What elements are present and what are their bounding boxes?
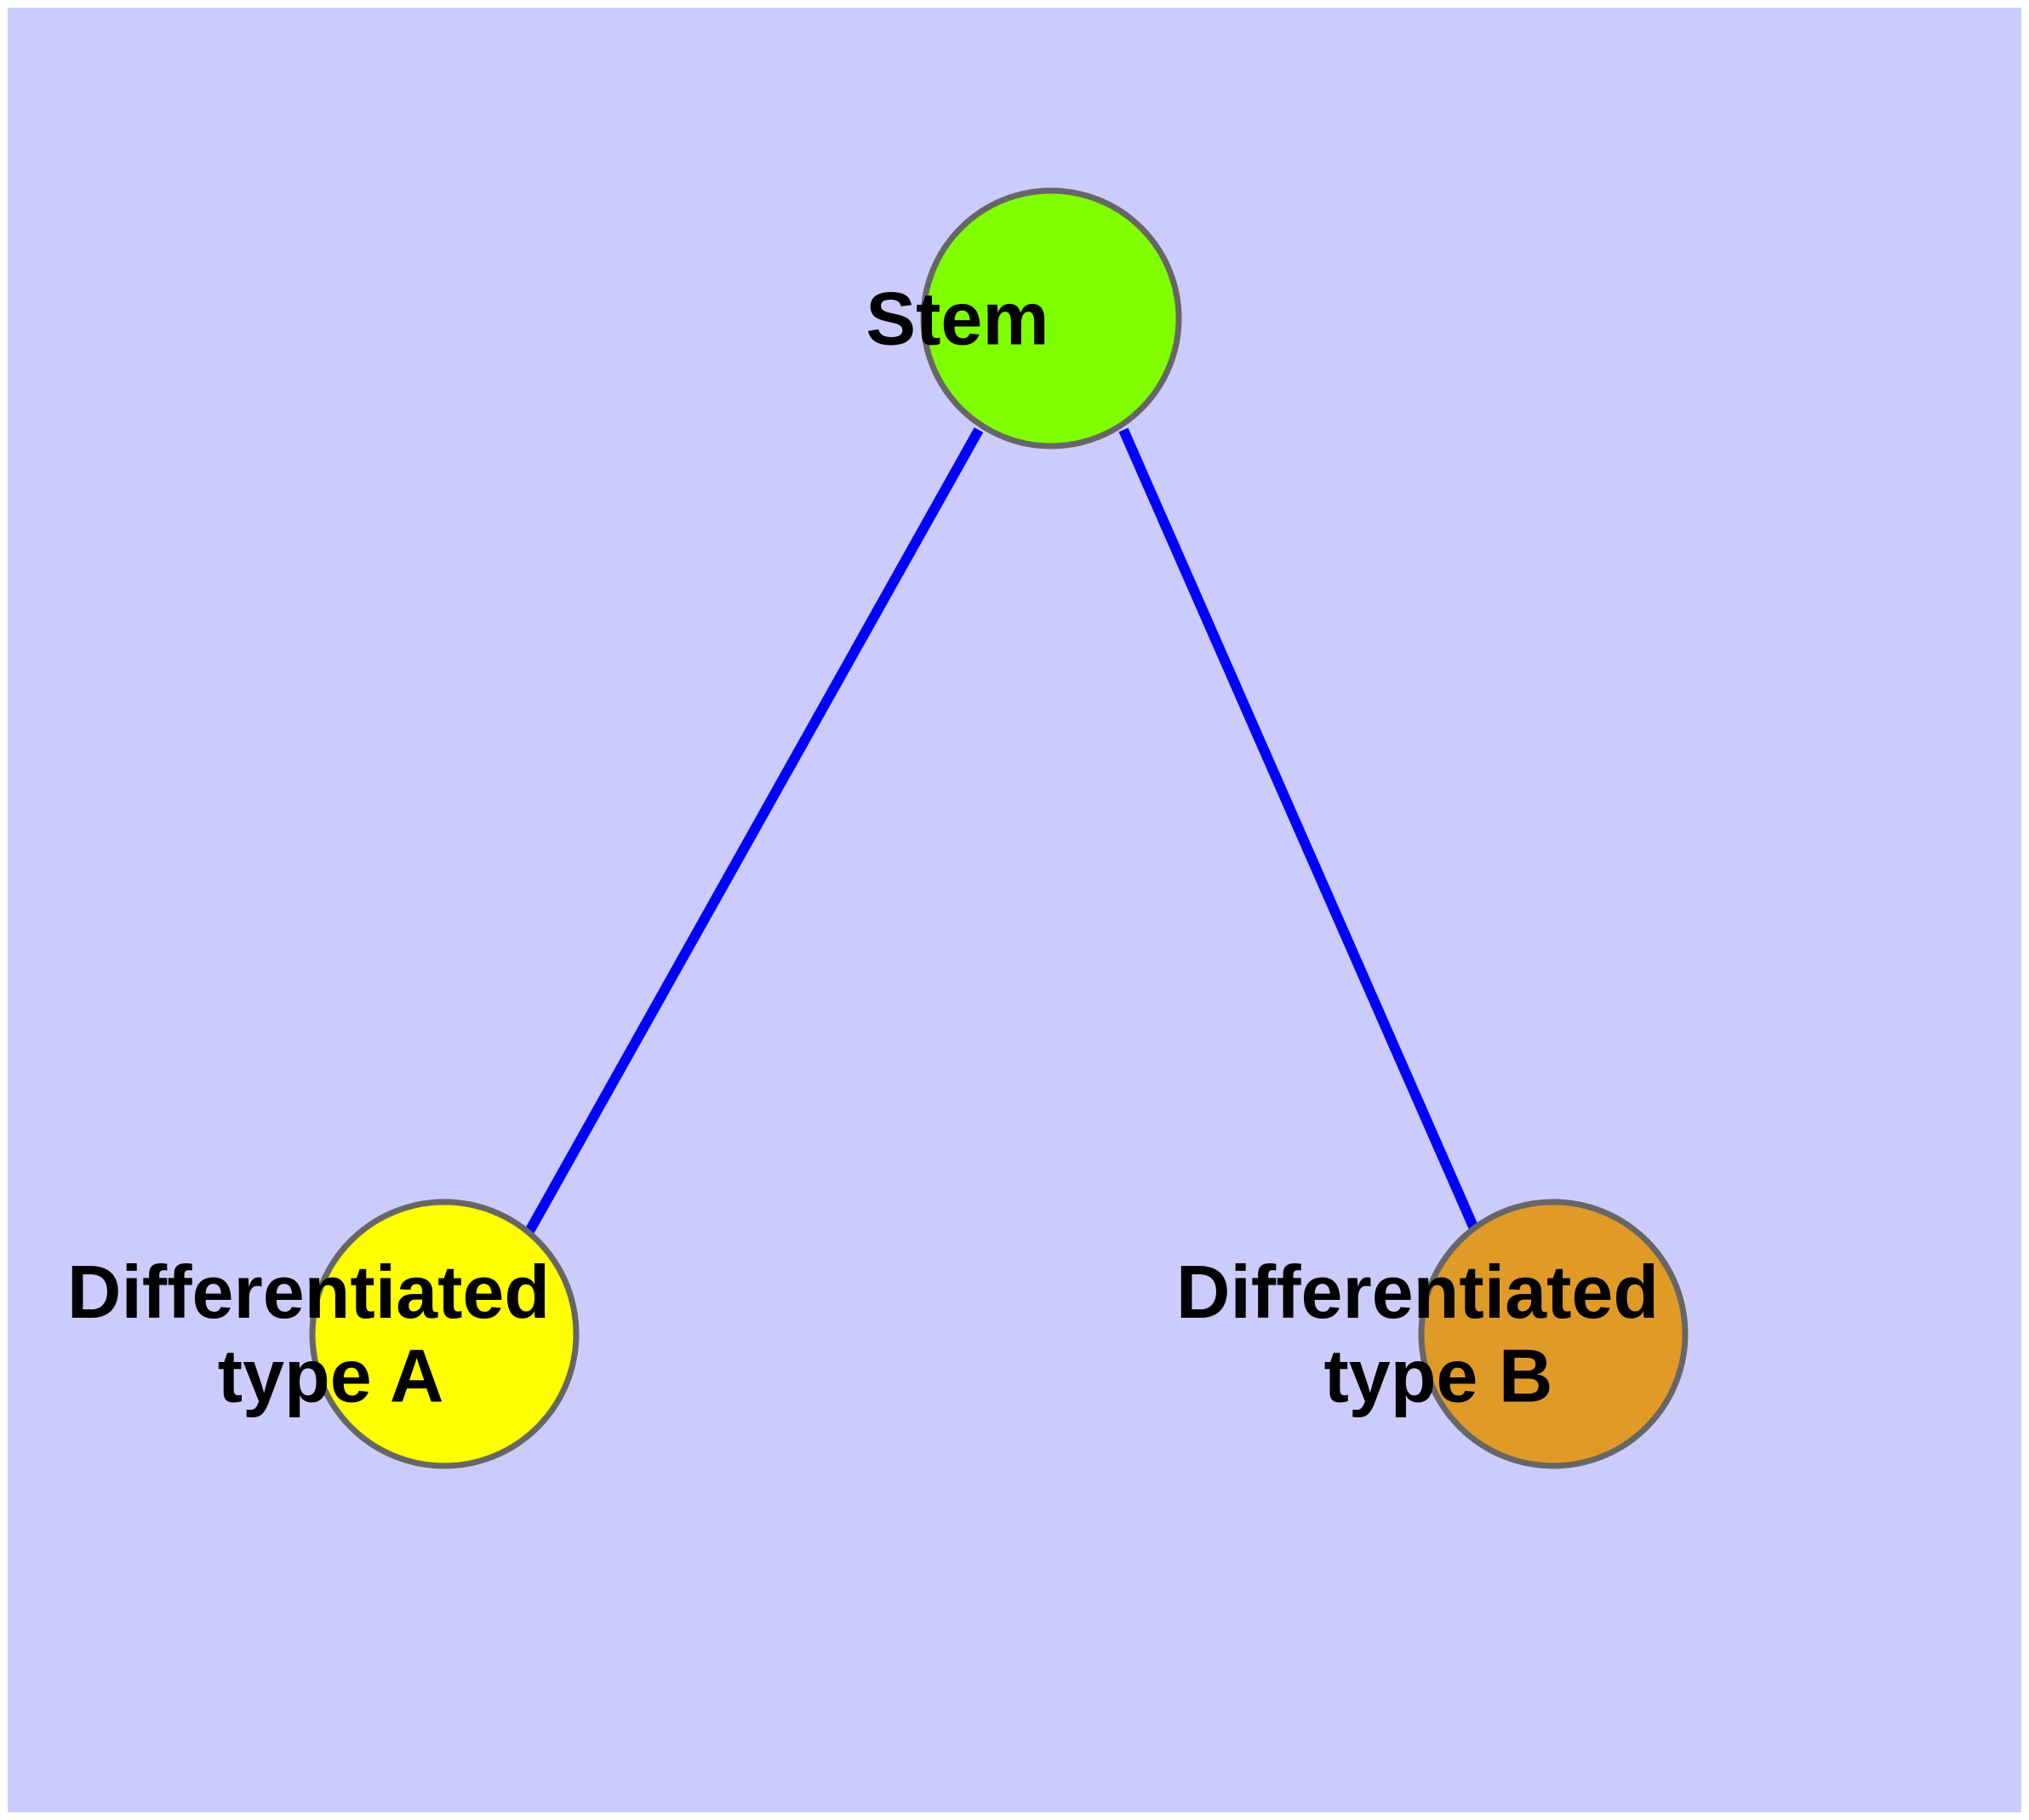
node-stem-label: Stem <box>0 0 1237 361</box>
node-differentiated-type-a-circle[interactable] <box>309 1199 580 1469</box>
node-differentiated-type-b-label-line-2: type B <box>1324 1334 1553 1418</box>
node-differentiated-type-a-label: Differentiated type A <box>0 0 779 1418</box>
node-stem-label-line-1: Stem <box>866 277 1049 361</box>
node-differentiated-type-a-label-line-2: type A <box>218 1334 443 1418</box>
node-stem-circle[interactable] <box>920 187 1182 449</box>
node-differentiated-type-a[interactable]: Differentiated type A <box>0 0 779 1469</box>
node-differentiated-type-b-label-line-1: Differentiated <box>1176 1250 1659 1334</box>
node-differentiated-type-b-label: Differentiated type B <box>1176 1250 1659 1418</box>
nodes-layer: Stem Differentiated type A Differentiate… <box>0 0 1888 1469</box>
node-differentiated-type-a-label-line-1: Differentiated <box>67 1250 550 1334</box>
edge-stem-to-diff-a[interactable] <box>523 427 984 1237</box>
node-differentiated-type-b[interactable]: Differentiated type B <box>0 0 1888 1469</box>
node-stem[interactable]: Stem <box>0 0 1237 449</box>
edge-stem-to-diff-b[interactable] <box>1118 427 1482 1237</box>
node-differentiated-type-b-circle[interactable] <box>1418 1199 1689 1469</box>
edges-layer <box>523 427 1482 1237</box>
